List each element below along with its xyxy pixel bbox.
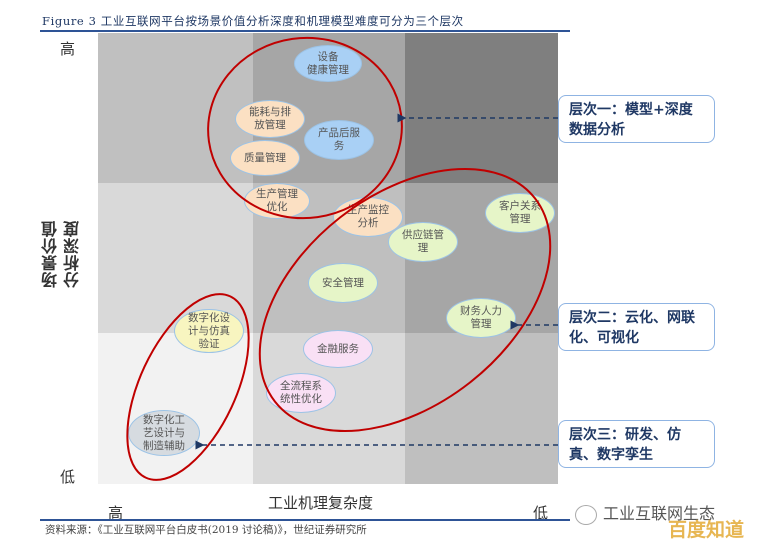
- node-label: 金融服务: [317, 342, 359, 355]
- node-label: 生产管理优化: [256, 188, 298, 213]
- node-label: 供应链管理: [402, 229, 444, 254]
- node-after-sales: 产品后服务: [304, 120, 374, 160]
- node-production-opt: 生产管理优化: [244, 183, 310, 219]
- node-equipment-health: 设备健康管理: [294, 45, 362, 82]
- node-label: 客户关系管理: [499, 200, 541, 225]
- node-label: 全流程系统性优化: [280, 380, 322, 405]
- node-quality: 质量管理: [230, 140, 300, 176]
- y-axis-high: 高: [60, 40, 76, 58]
- cell-r0-c0: [98, 33, 253, 183]
- node-digital-process: 数字化工艺设计与制造辅助: [128, 410, 200, 456]
- baidu-watermark: 百度知道: [668, 519, 745, 541]
- wechat-watermark: 工业互联网生态: [575, 500, 715, 525]
- node-supply-chain: 供应链管理: [388, 222, 458, 262]
- node-finance-hr: 财务人力管理: [446, 298, 516, 338]
- node-label: 生产监控分析: [347, 204, 389, 229]
- node-label: 设备健康管理: [307, 50, 349, 76]
- node-full-process: 全流程系统性优化: [266, 373, 336, 413]
- node-label: 安全管理: [322, 276, 364, 289]
- source-note: 资料来源：《工业互联网平台白皮书(2019 讨论稿)》，世纪证券研究所: [45, 524, 367, 536]
- node-label: 财务人力管理: [460, 305, 502, 330]
- wechat-watermark-text: 工业互联网生态: [603, 504, 716, 523]
- node-label: 质量管理: [244, 151, 286, 164]
- node-label: 产品后服务: [318, 127, 360, 152]
- cell-r0-c2: [405, 33, 558, 183]
- node-production-monitor: 生产监控分析: [333, 197, 403, 237]
- node-label: 能耗与排放管理: [249, 106, 291, 131]
- cell-r2-c0: [98, 333, 253, 484]
- cell-r1-c0: [98, 183, 253, 333]
- source-rule: [40, 519, 570, 521]
- wechat-icon: [575, 504, 597, 525]
- callout-level2: 层次二：云化、网联化、可视化: [558, 303, 715, 351]
- node-financial-service: 金融服务: [303, 330, 373, 368]
- title-rule: [40, 30, 570, 32]
- node-energy-emission: 能耗与排放管理: [235, 100, 305, 138]
- figure-title: Figure 3 工业互联网平台按场景价值分析深度和机理模型难度可分为三个层次: [42, 14, 464, 28]
- y-axis-low: 低: [60, 468, 76, 486]
- node-safety: 安全管理: [308, 263, 378, 303]
- callout-level1: 层次一：模型+深度数据分析: [558, 95, 715, 143]
- node-label: 数字化设计与仿真验证: [188, 311, 230, 350]
- node-digital-design: 数字化设计与仿真验证: [174, 309, 244, 353]
- node-label: 数字化工艺设计与制造辅助: [143, 413, 185, 452]
- level2-ellipse: [258, 167, 552, 433]
- x-axis-high: 高: [108, 504, 124, 522]
- level3-ellipse: [126, 293, 250, 481]
- x-axis-title: 工业机理复杂度: [268, 494, 374, 512]
- x-axis-low: 低: [533, 504, 549, 522]
- level1-ellipse: [207, 36, 403, 220]
- callout-level3: 层次三：研发、仿真、数字孪生: [558, 420, 715, 468]
